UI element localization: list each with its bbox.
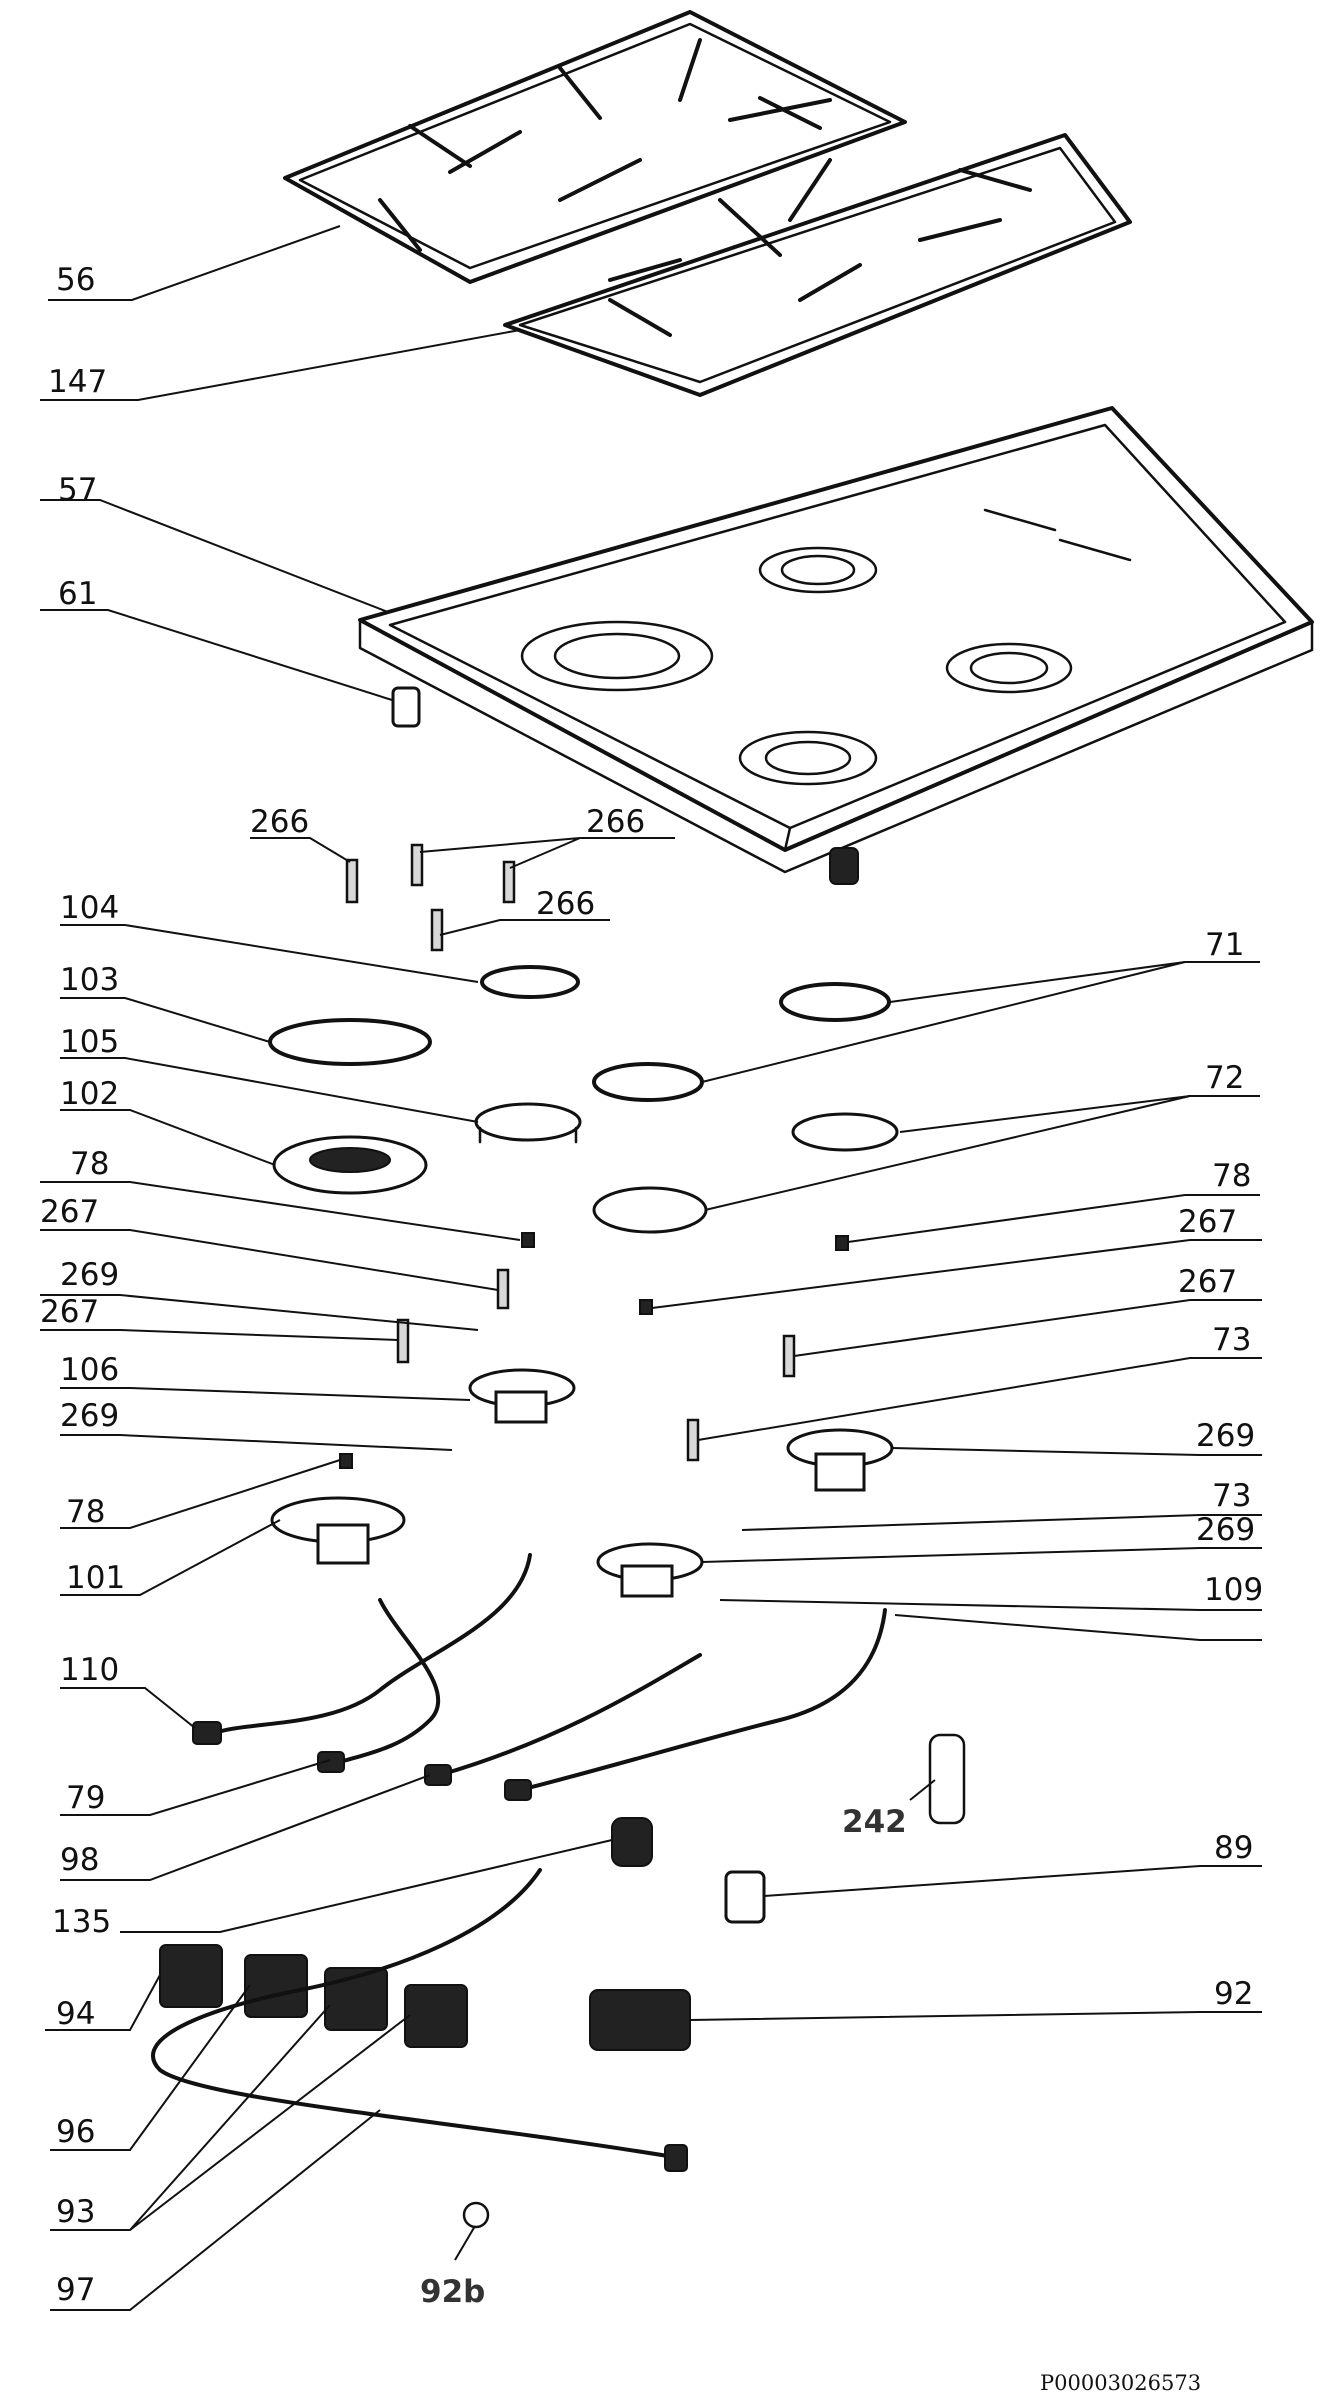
label-97: 97 — [56, 2272, 95, 2308]
label-266-a: 266 — [250, 804, 309, 840]
label-94: 94 — [56, 1996, 95, 2032]
label-269-a: 269 — [60, 1257, 119, 1293]
label-267-d: 267 — [1178, 1264, 1237, 1300]
label-109: 109 — [1204, 1572, 1263, 1608]
label-71: 71 — [1205, 927, 1244, 963]
burner-crown-105[interactable] — [474, 1102, 582, 1144]
burner-cap-104[interactable] — [480, 965, 580, 999]
label-105: 105 — [60, 1024, 119, 1060]
label-79: 79 — [66, 1780, 105, 1816]
burner-crown-102[interactable] — [272, 1135, 428, 1195]
label-102: 102 — [60, 1076, 119, 1112]
label-103: 103 — [60, 962, 119, 998]
label-98: 98 — [60, 1842, 99, 1878]
label-78-b: 78 — [66, 1494, 105, 1530]
connector-89[interactable] — [724, 1870, 766, 1924]
label-73-a: 73 — [1212, 1322, 1251, 1358]
label-110: 110 — [60, 1652, 119, 1688]
label-267-b: 267 — [40, 1294, 99, 1330]
document-id: P00003026573 — [1040, 2371, 1201, 2395]
gas-tube-79[interactable] — [317, 1598, 440, 1773]
label-92b: 92b — [420, 2274, 485, 2310]
gas-rail-97[interactable] — [151, 1868, 688, 2172]
burner-body-73-a[interactable] — [786, 1428, 894, 1492]
gas-valves-94-96-93[interactable] — [159, 1944, 468, 2048]
pan-support-56[interactable] — [283, 10, 907, 284]
burner-body-106[interactable] — [468, 1368, 576, 1424]
gas-tube-110[interactable] — [192, 1553, 532, 1745]
label-73-b: 73 — [1212, 1478, 1251, 1514]
burner-cap-71-a[interactable] — [779, 982, 891, 1022]
label-269-b: 269 — [60, 1398, 119, 1434]
pan-support-147[interactable] — [503, 133, 1132, 397]
burner-body-101[interactable] — [270, 1496, 406, 1565]
label-135: 135 — [52, 1904, 111, 1940]
label-72: 72 — [1205, 1060, 1244, 1096]
injector-266-parts[interactable] — [345, 843, 516, 952]
label-61: 61 — [58, 576, 97, 612]
label-92: 92 — [1214, 1976, 1253, 2012]
label-56: 56 — [56, 262, 95, 298]
label-266-b: 266 — [586, 804, 645, 840]
burner-body-73-b[interactable] — [596, 1542, 704, 1598]
label-78-c: 78 — [1212, 1158, 1251, 1194]
gas-tube-109[interactable] — [504, 1608, 887, 1801]
burner-crown-72-a[interactable] — [791, 1112, 899, 1152]
misc-small-parts-left[interactable] — [339, 1232, 535, 1469]
valve-part-242[interactable] — [928, 1733, 966, 1825]
label-269-c: 269 — [1196, 1418, 1255, 1454]
clip-61[interactable] — [391, 686, 421, 728]
label-96: 96 — [56, 2114, 95, 2150]
label-101: 101 — [66, 1560, 125, 1596]
label-269-d: 269 — [1196, 1512, 1255, 1548]
label-242: 242 — [842, 1804, 907, 1840]
label-106: 106 — [60, 1352, 119, 1388]
label-267-c: 267 — [1178, 1204, 1237, 1240]
burner-cap-71-b[interactable] — [592, 1062, 704, 1102]
spacer-92b[interactable] — [462, 2201, 490, 2229]
label-147: 147 — [48, 364, 107, 400]
label-267-a: 267 — [40, 1194, 99, 1230]
hob-top-57[interactable] — [358, 406, 1314, 885]
label-78-a: 78 — [70, 1146, 109, 1182]
burner-cap-103[interactable] — [268, 1018, 432, 1066]
label-266-c: 266 — [536, 886, 595, 922]
elbow-135[interactable] — [611, 1817, 653, 1867]
leader-lines — [40, 225, 1262, 2311]
label-104: 104 — [60, 890, 119, 926]
misc-small-parts-right[interactable] — [639, 1235, 849, 1462]
label-57: 57 — [58, 472, 97, 508]
label-89: 89 — [1214, 1830, 1253, 1866]
gas-tube-98[interactable] — [424, 1653, 702, 1786]
valve-92[interactable] — [589, 1989, 691, 2051]
label-93: 93 — [56, 2194, 95, 2230]
burner-crown-72-b[interactable] — [592, 1186, 708, 1234]
